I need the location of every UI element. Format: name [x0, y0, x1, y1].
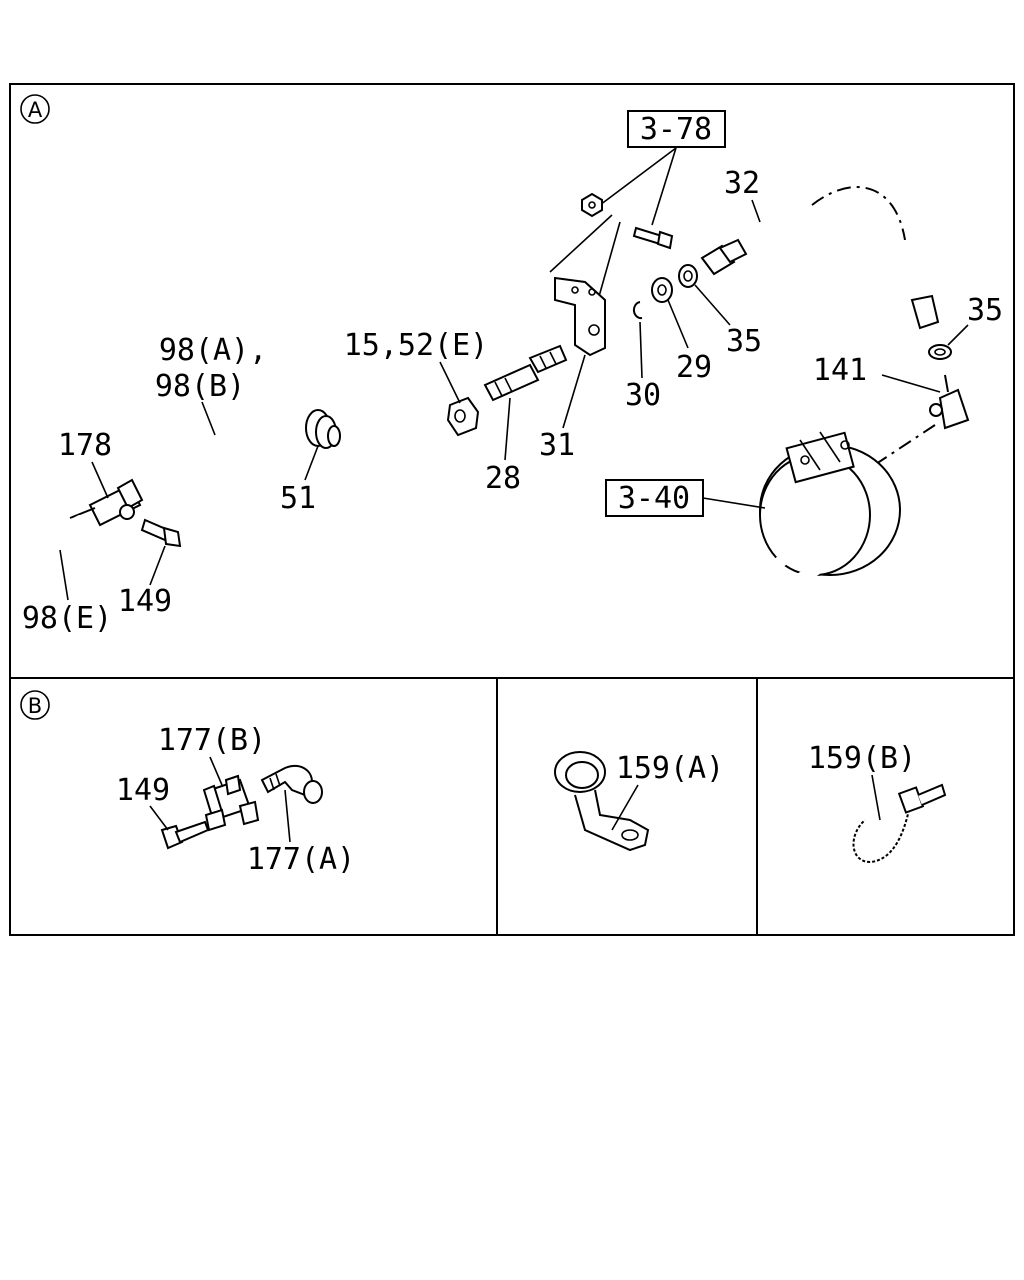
- label-31: 31: [539, 428, 575, 463]
- leader-bracket-upper: [549, 214, 613, 273]
- leader-29: [667, 299, 689, 349]
- svg-text:3-40: 3-40: [618, 481, 690, 516]
- nut-15-52e: [446, 396, 480, 437]
- svg-text:A: A: [28, 98, 43, 122]
- tee-178: [69, 478, 144, 527]
- bolt-149: [140, 518, 182, 548]
- leader-177b: [209, 756, 223, 786]
- leader-141: [881, 374, 941, 393]
- label-28: 28: [485, 461, 521, 496]
- leader-149: [149, 545, 166, 586]
- pipe-32: [700, 207, 805, 276]
- tee-177b: [202, 774, 260, 832]
- grommet-51: [305, 409, 341, 449]
- leader-3-78-bolt: [651, 147, 677, 226]
- tube-98: [146, 401, 439, 484]
- leader-35-left: [694, 284, 731, 326]
- leader-98e: [59, 549, 69, 601]
- label-178: 178: [58, 428, 112, 463]
- label-98ab-line2: 98(B): [155, 369, 245, 404]
- label-177a: 177(A): [247, 842, 355, 877]
- section-b-marker: B: [20, 690, 50, 720]
- label-98ab-line1: 98(A),: [159, 333, 267, 368]
- leader-178: [91, 461, 109, 499]
- booster-3-40: [724, 431, 901, 611]
- leader-28: [504, 397, 511, 461]
- svg-text:B: B: [28, 694, 42, 718]
- label-98e: 98(E): [22, 601, 112, 636]
- leader-3-40: [702, 497, 766, 509]
- elbow-177a: [260, 764, 323, 804]
- label-149-b: 149: [116, 773, 170, 808]
- leader-177a: [284, 789, 291, 843]
- label-177b: 177(B): [158, 723, 266, 758]
- washer-35-right: [928, 344, 952, 360]
- fitting-28: [483, 344, 568, 402]
- label-159a: 159(A): [616, 751, 724, 786]
- elbow-141-route: [869, 424, 936, 469]
- label-15-52e: 15,52(E): [344, 328, 489, 363]
- nut-29: [651, 277, 673, 303]
- label-51: 51: [280, 481, 316, 516]
- diagram-frame: [9, 83, 1015, 936]
- leader-3-78-nut: [599, 147, 677, 206]
- leader-51: [304, 445, 319, 481]
- clip-159a: [554, 751, 650, 852]
- pipe-32-end: [898, 240, 940, 330]
- leader-31: [562, 354, 586, 429]
- tie-159b: [851, 783, 947, 865]
- bolt-149-b: [160, 820, 210, 850]
- nut-3-78: [581, 192, 603, 218]
- leader-15-52e: [439, 361, 461, 404]
- washer-35-left: [678, 264, 698, 288]
- section-a-marker: A: [20, 94, 50, 124]
- bolt-3-78: [632, 226, 674, 250]
- elbow-141: [929, 374, 970, 430]
- leader-98ab: [201, 401, 216, 436]
- label-35-right: 35: [967, 293, 1003, 328]
- leader-35-right: [947, 324, 969, 346]
- leader-159a: [611, 784, 639, 831]
- label-141: 141: [813, 353, 867, 388]
- label-30: 30: [625, 378, 661, 413]
- leader-32: [751, 199, 761, 223]
- label-35-left: 35: [726, 324, 762, 359]
- label-149: 149: [118, 584, 172, 619]
- ref-box-3-78[interactable]: 3-78: [627, 110, 726, 148]
- clip-30: [632, 301, 643, 320]
- pipe-32-route: [811, 186, 906, 241]
- svg-text:3-78: 3-78: [640, 112, 712, 147]
- leader-159b: [871, 774, 881, 821]
- label-32: 32: [724, 166, 760, 201]
- leader-30: [639, 321, 643, 379]
- tube-98e: [25, 515, 85, 553]
- label-29: 29: [676, 350, 712, 385]
- bracket-31: [554, 276, 606, 357]
- leader-bracket-lower: [597, 221, 621, 301]
- ref-box-3-40[interactable]: 3-40: [605, 479, 704, 517]
- label-159b: 159(B): [808, 741, 916, 776]
- leader-149-b: [149, 805, 169, 831]
